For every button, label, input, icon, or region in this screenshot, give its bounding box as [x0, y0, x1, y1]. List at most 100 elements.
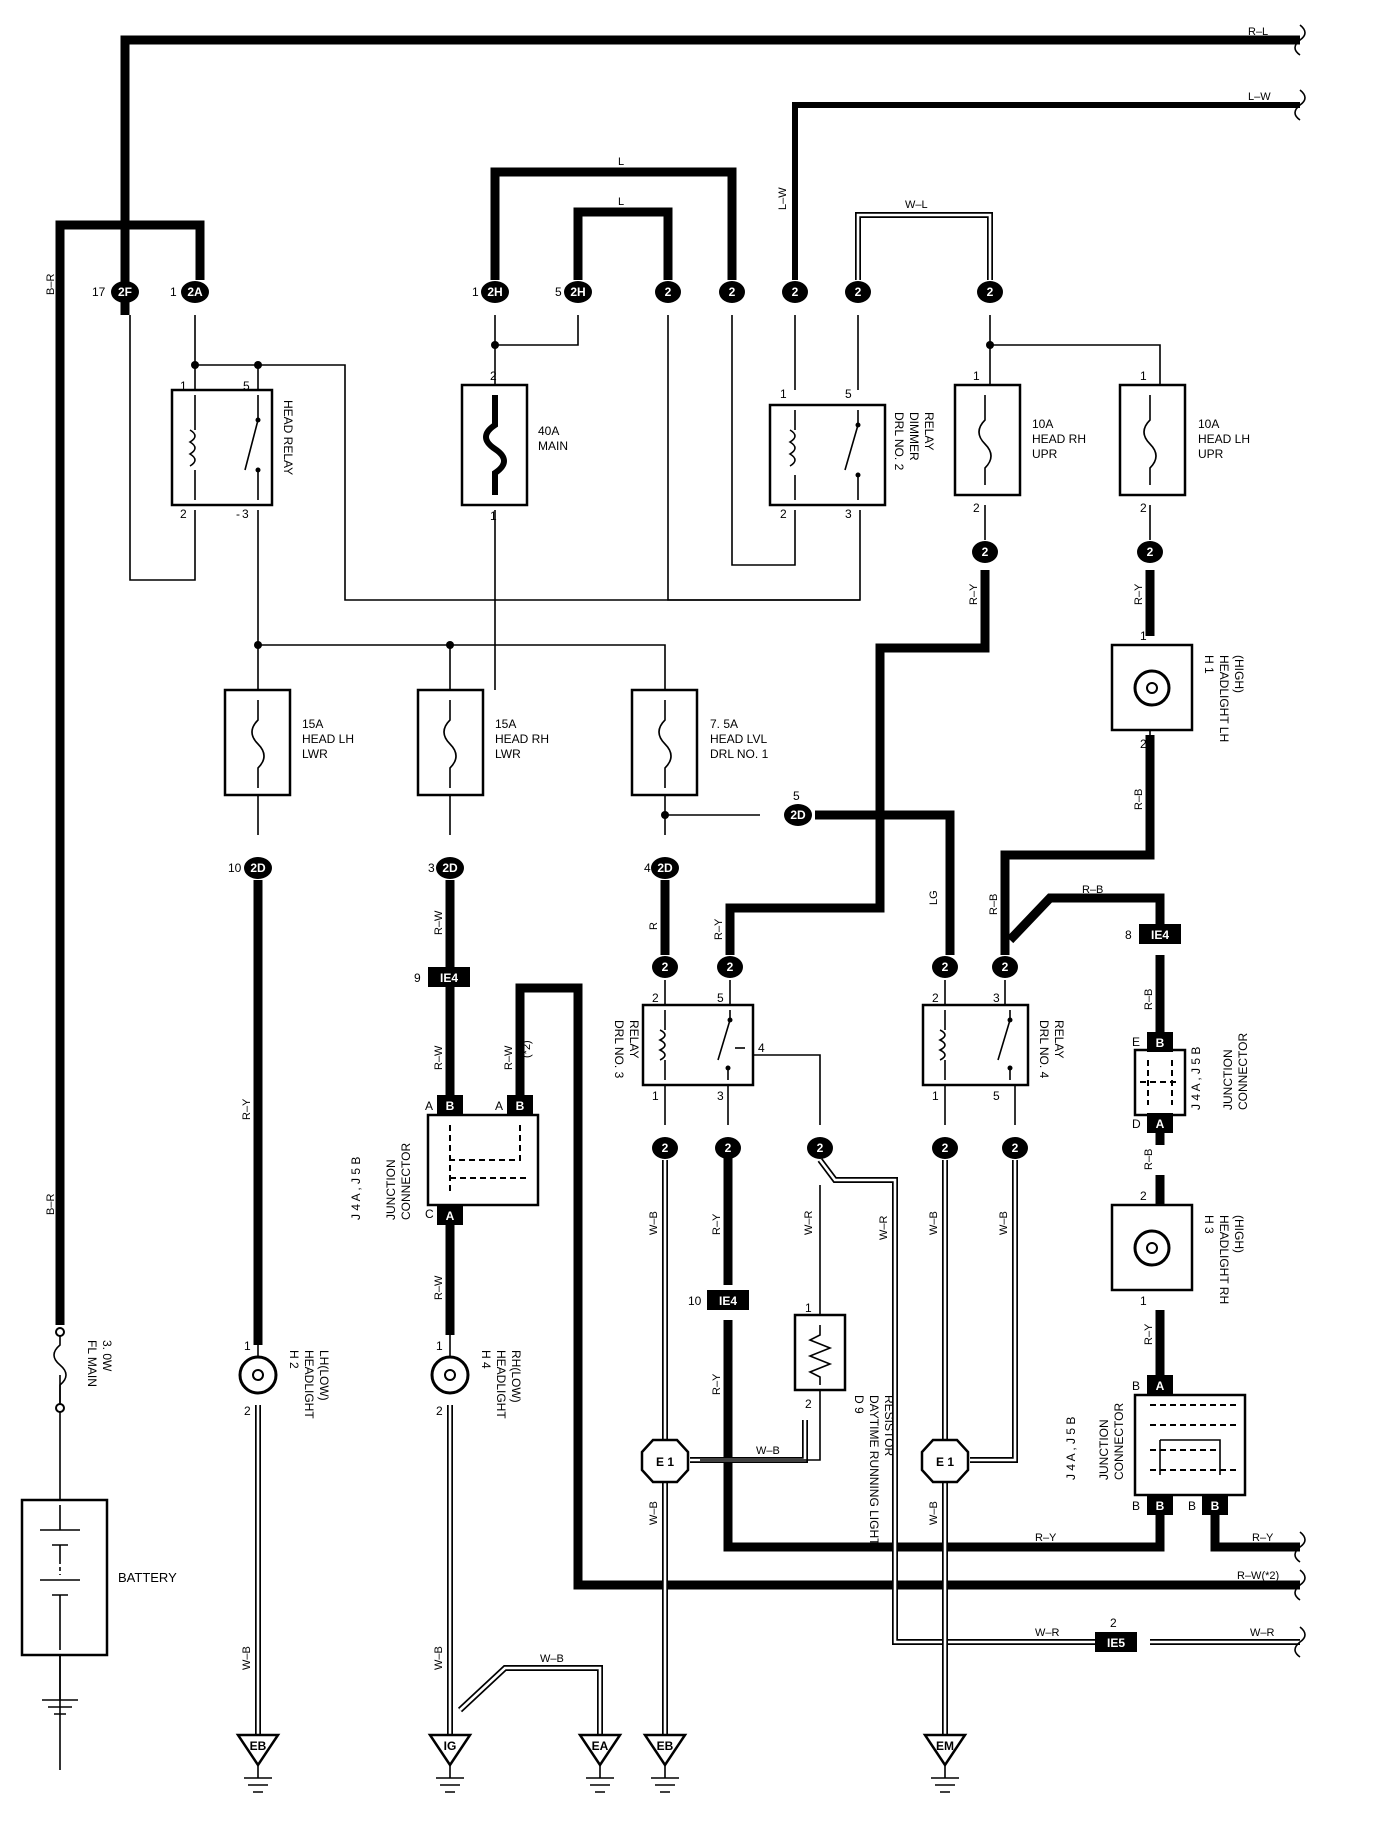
svg-text:W–B: W–B: [540, 1653, 564, 1665]
svg-text:1: 1: [1140, 369, 1147, 383]
svg-text:RELAY: RELAY: [922, 412, 936, 450]
svg-text:R–Y: R–Y: [1035, 1532, 1057, 1544]
svg-text:E: E: [1132, 1035, 1140, 1049]
svg-text:5: 5: [845, 387, 852, 401]
connector-ie5-2: IE5: [1095, 1632, 1137, 1652]
svg-text:R–Y: R–Y: [1143, 1323, 1155, 1345]
svg-text:-: -: [236, 507, 240, 521]
svg-text:15A: 15A: [495, 717, 516, 731]
svg-text:B: B: [1211, 1499, 1220, 1513]
connector-drl4-in2: 2: [992, 956, 1018, 978]
svg-text:2: 2: [780, 507, 787, 521]
svg-text:BATTERY: BATTERY: [118, 1570, 177, 1585]
svg-text:L–W: L–W: [777, 187, 789, 210]
svg-text:9: 9: [414, 971, 421, 985]
ground-eb-left: EB: [235, 1733, 281, 1793]
svg-text:2: 2: [932, 991, 939, 1005]
svg-text:10: 10: [688, 1294, 702, 1308]
svg-text:MAIN: MAIN: [538, 439, 568, 453]
svg-text:2: 2: [1147, 545, 1154, 559]
svg-text:E 1: E 1: [656, 1455, 674, 1469]
connector-2a: 2A: [181, 281, 209, 303]
svg-text:2: 2: [1140, 501, 1147, 515]
svg-text:2: 2: [662, 960, 669, 974]
connector-drl3-out2: 2: [715, 1137, 741, 1159]
svg-text:H 2: H 2: [287, 1350, 301, 1369]
svg-text:2: 2: [180, 507, 187, 521]
svg-text:2F: 2F: [118, 285, 132, 299]
connector-drl3-out1: 2: [652, 1137, 678, 1159]
svg-text:RELAY: RELAY: [627, 1020, 641, 1058]
connector-ovals: 2F 2A 2H 2H 2 2 2 2: [111, 281, 1163, 1159]
connector-2d-4: 2D: [651, 857, 679, 879]
svg-text:HEADLIGHT: HEADLIGHT: [494, 1350, 508, 1419]
svg-text:1: 1: [1140, 1294, 1147, 1308]
svg-text:1: 1: [472, 285, 479, 299]
svg-text:R–Y: R–Y: [968, 583, 980, 605]
svg-text:FL MAIN: FL MAIN: [85, 1340, 99, 1387]
svg-text:E 1: E 1: [936, 1455, 954, 1469]
svg-text:W–B: W–B: [928, 1501, 940, 1525]
svg-text:8: 8: [1125, 928, 1132, 942]
svg-text:LG: LG: [928, 890, 940, 905]
svg-text:A: A: [425, 1099, 433, 1113]
svg-text:2: 2: [662, 1141, 669, 1155]
connector-drl3-in2: 2: [717, 956, 743, 978]
svg-text:B: B: [1188, 1499, 1196, 1513]
svg-text:R–W: R–W: [503, 1045, 515, 1070]
svg-text:40A: 40A: [538, 424, 559, 438]
svg-text:R–Y: R–Y: [713, 918, 725, 940]
svg-text:17: 17: [92, 285, 106, 299]
svg-text:HEAD RELAY: HEAD RELAY: [281, 400, 295, 475]
wire-labels: R–L L–W B–R B–R L L L–W W–L R–Y R–Y R–B …: [45, 26, 1279, 1670]
svg-text:HEAD LH: HEAD LH: [1198, 432, 1250, 446]
svg-text:EA: EA: [592, 1739, 609, 1753]
svg-text:H 1: H 1: [1202, 655, 1216, 674]
ground-ea: EA: [577, 1733, 623, 1793]
svg-text:(HIGH): (HIGH): [1232, 1215, 1246, 1253]
svg-text:RELAY: RELAY: [1052, 1020, 1066, 1058]
svg-text:2: 2: [1140, 1189, 1147, 1203]
svg-text:HEADLIGHT: HEADLIGHT: [302, 1350, 316, 1419]
svg-text:1: 1: [490, 509, 497, 523]
svg-text:2H: 2H: [570, 285, 585, 299]
connector-2h-1: 2H: [481, 281, 509, 303]
svg-text:R–Y: R–Y: [1252, 1532, 1274, 1544]
svg-text:JUNCTION: JUNCTION: [1097, 1419, 1111, 1480]
svg-text:D 9: D 9: [852, 1395, 866, 1414]
svg-text:RH(LOW): RH(LOW): [509, 1350, 523, 1403]
svg-text:A: A: [1156, 1379, 1165, 1393]
svg-text:(*2): (*2): [521, 1040, 533, 1058]
svg-text:LWR: LWR: [495, 747, 521, 761]
svg-text:2: 2: [1110, 1616, 1117, 1630]
svg-text:2D: 2D: [250, 861, 266, 875]
svg-text:W–B: W–B: [433, 1646, 445, 1670]
connector-2-lh-upr: 2: [1137, 541, 1163, 563]
drl3-relay: 2 5 4 1 3 DRL NO. 3 RELAY: [612, 991, 765, 1103]
svg-text:2: 2: [1002, 960, 1009, 974]
svg-text:2: 2: [973, 501, 980, 515]
svg-text:B: B: [1156, 1499, 1165, 1513]
svg-text:DRL NO. 3: DRL NO. 3: [612, 1020, 626, 1079]
svg-text:15A: 15A: [302, 717, 323, 731]
connector-2d-10: 2D: [244, 857, 272, 879]
svg-text:2: 2: [436, 1404, 443, 1418]
svg-text:R–Y: R–Y: [241, 1098, 253, 1120]
pin-numbers: 17 1 1 5 10 3 4 5 9 8 10 2: [92, 285, 1132, 1630]
svg-text:3: 3: [428, 861, 435, 875]
junction-connector-right-bottom: A B B B B B J 4 A , J 5 B JUNCTION CONNE…: [1064, 1375, 1247, 1515]
svg-text:2D: 2D: [790, 808, 806, 822]
svg-text:1: 1: [244, 1339, 251, 1353]
svg-text:R–W: R–W: [433, 1045, 445, 1070]
svg-text:R–B: R–B: [988, 894, 1000, 915]
svg-text:B–R: B–R: [45, 274, 57, 295]
svg-text:2: 2: [725, 1141, 732, 1155]
svg-text:2H: 2H: [487, 285, 502, 299]
head-relay: 1 5 2 - 3 HEAD RELAY: [170, 379, 295, 521]
e1-junction-right: E 1: [920, 1438, 970, 1484]
svg-text:W–B: W–B: [648, 1211, 660, 1235]
thin-wires: [59, 315, 1161, 1770]
svg-text:2: 2: [792, 285, 799, 299]
svg-text:2: 2: [805, 1397, 812, 1411]
